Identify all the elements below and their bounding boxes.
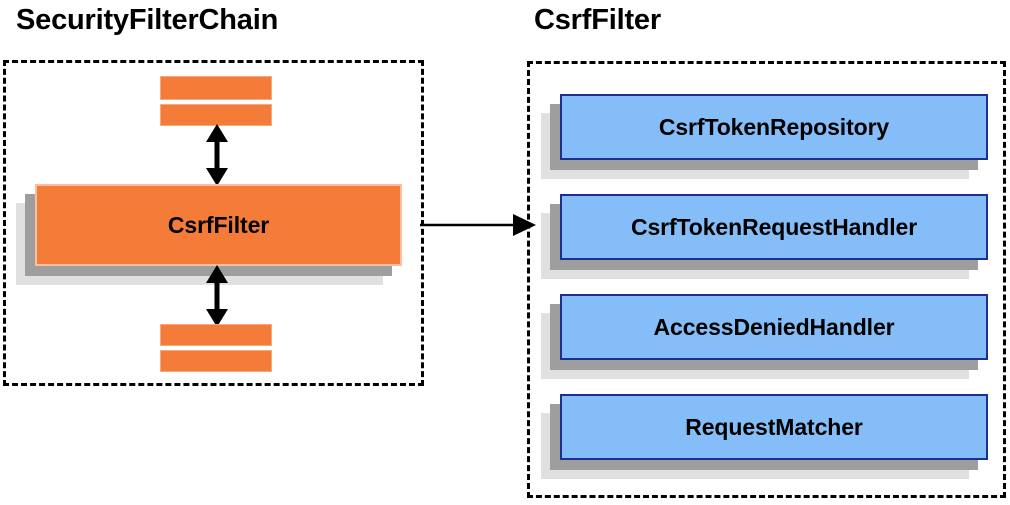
card-csrf-filter[interactable]: CsrfFilter	[16, 184, 402, 285]
card-label: RequestMatcher	[685, 413, 863, 440]
card-access-denied-handler[interactable]: AccessDeniedHandler	[541, 294, 988, 379]
arrow-chain-to-detail-icon	[420, 214, 536, 236]
card-face: AccessDeniedHandler	[560, 294, 988, 360]
card-face: CsrfFilter	[35, 184, 402, 266]
group-box-security-filter-chain	[3, 60, 424, 386]
card-request-matcher[interactable]: RequestMatcher	[541, 394, 988, 479]
arrow-bottom-bidirectional-icon	[206, 265, 228, 327]
card-face: CsrfTokenRepository	[560, 94, 988, 160]
card-face: CsrfTokenRequestHandler	[560, 194, 988, 260]
filter-bar-top-1	[160, 76, 272, 100]
filter-bar-bottom-1	[160, 324, 272, 346]
card-label: AccessDeniedHandler	[653, 313, 895, 340]
filter-bar-top-2	[160, 104, 272, 126]
card-label: CsrfFilter	[167, 211, 270, 238]
card-csrf-token-repository[interactable]: CsrfTokenRepository	[541, 94, 988, 179]
filter-bar-bottom-2	[160, 350, 272, 372]
card-csrf-token-request-handler[interactable]: CsrfTokenRequestHandler	[541, 194, 988, 279]
arrow-top-bidirectional-icon	[206, 124, 228, 186]
card-label: CsrfTokenRepository	[658, 113, 890, 140]
card-face: RequestMatcher	[560, 394, 988, 460]
card-label: CsrfTokenRequestHandler	[630, 213, 918, 240]
panel-title-csrf-filter: CsrfFilter	[534, 4, 661, 36]
panel-title-security-filter-chain: SecurityFilterChain	[16, 4, 279, 36]
group-box-csrf-filter-detail	[527, 61, 1006, 498]
